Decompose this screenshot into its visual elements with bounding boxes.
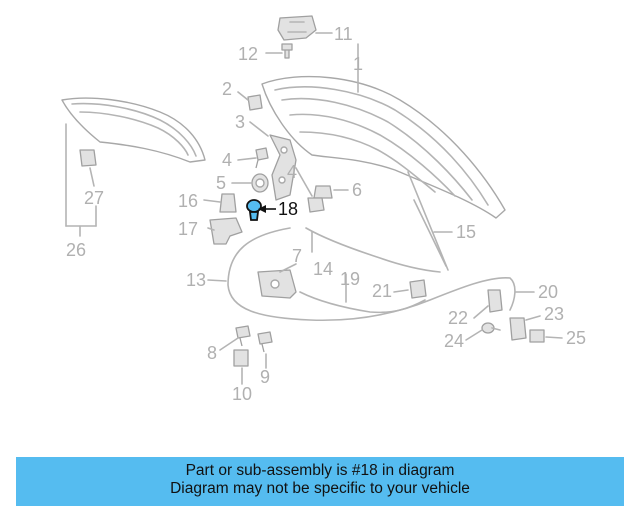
callout-4b: 4 [287,162,297,182]
callout-14: 14 [313,259,333,279]
bolt-8 [235,325,251,347]
hinge-bolt [281,43,293,59]
callout-26: 26 [66,240,86,260]
callout-21: 21 [372,281,392,301]
info-banner: Part or sub-assembly is #18 in diagram D… [16,457,624,506]
callout-24: 24 [444,331,464,351]
callout-10: 10 [232,384,252,404]
hinge-upper [277,15,317,41]
callout-19: 19 [340,269,360,289]
hood-insulator [61,97,206,163]
bracket-22 [487,289,503,313]
callout-12: 12 [238,44,258,64]
callout-22: 22 [448,308,468,328]
hood-latch [257,269,297,299]
callout-18: 18 [278,199,298,219]
callout-9: 9 [260,367,270,387]
parts-diagram: 1 2 3 4 4 5 6 7 8 9 10 11 12 13 14 15 16… [61,15,586,404]
callout-3: 3 [235,112,245,132]
bracket-23 [509,317,527,341]
callout-27: 27 [84,188,104,208]
handle-21 [409,279,427,299]
callout-17: 17 [178,219,198,239]
clip-10 [233,349,249,367]
callout-16: 16 [178,191,198,211]
callout-6: 6 [352,180,362,200]
hood-panel [261,75,506,219]
hood-hinge [269,134,297,201]
bolt-24 [481,322,501,334]
callout-2: 2 [222,79,232,99]
banner-line-1: Part or sub-assembly is #18 in diagram [185,462,455,479]
callout-7: 7 [292,246,302,266]
bolt-9 [257,331,273,353]
nut-4b [307,197,325,213]
callout-11: 11 [334,24,353,44]
callout-20: 20 [538,282,558,302]
callout-15: 15 [456,222,476,242]
bumper-stop [247,94,263,111]
callout-23: 23 [544,304,564,324]
clip-6 [313,185,333,199]
hinge-bolt-4 [255,147,269,169]
callout-8: 8 [207,343,217,363]
leader-lines [65,32,563,385]
callout-labels: 1 2 3 4 4 5 6 7 8 9 10 11 12 13 14 15 16… [66,24,586,404]
bumper-16 [219,193,237,213]
callout-1: 1 [353,54,363,74]
bracket-17 [209,217,243,245]
clip-27 [79,149,97,167]
callout-25: 25 [566,328,586,348]
callout-5: 5 [216,173,226,193]
part-18-highlighted[interactable] [246,199,262,221]
callout-13: 13 [186,270,206,290]
callout-4a: 4 [222,150,232,170]
banner-line-2: Diagram may not be specific to your vehi… [170,480,470,497]
release-cable [227,227,516,322]
gas-strut [407,171,449,271]
clip-25 [529,329,545,343]
grommet-5 [251,173,269,193]
